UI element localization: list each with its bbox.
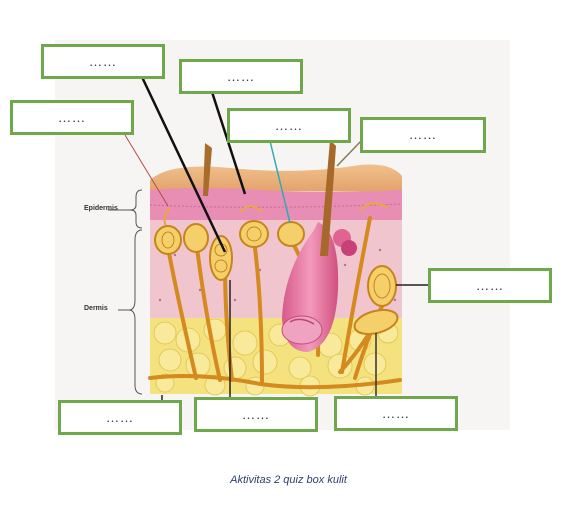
epidermis-label: Epidermis xyxy=(84,205,118,212)
answer-box-bottom-right[interactable]: …… xyxy=(334,396,458,431)
answer-box-right-mid[interactable]: …… xyxy=(428,268,552,303)
answer-box-bottom-left[interactable]: …… xyxy=(58,400,182,435)
answer-box-bottom-center[interactable]: …… xyxy=(194,397,318,432)
hair-shaft-left xyxy=(203,143,212,196)
answer-box-top-left-1[interactable]: …… xyxy=(41,44,165,79)
answer-box-top-center[interactable]: …… xyxy=(10,100,134,135)
answer-box-top-left-2[interactable]: …… xyxy=(179,59,303,94)
diagram-caption: Aktivitas 2 quiz box kulit xyxy=(230,474,347,486)
sensory-corpuscles xyxy=(154,220,399,336)
sebaceous-gland xyxy=(333,229,357,256)
skin-surface xyxy=(150,164,402,192)
answer-box-top-right[interactable]: …… xyxy=(360,117,486,153)
leader-lines xyxy=(124,76,430,403)
hair-shaft-right xyxy=(320,140,336,256)
dermis-label: Dermis xyxy=(84,305,108,312)
answer-box-top-mid[interactable]: …… xyxy=(227,108,351,143)
epidermis-layer xyxy=(150,188,402,224)
layer-brackets xyxy=(108,189,143,395)
fat-cells xyxy=(153,318,399,397)
